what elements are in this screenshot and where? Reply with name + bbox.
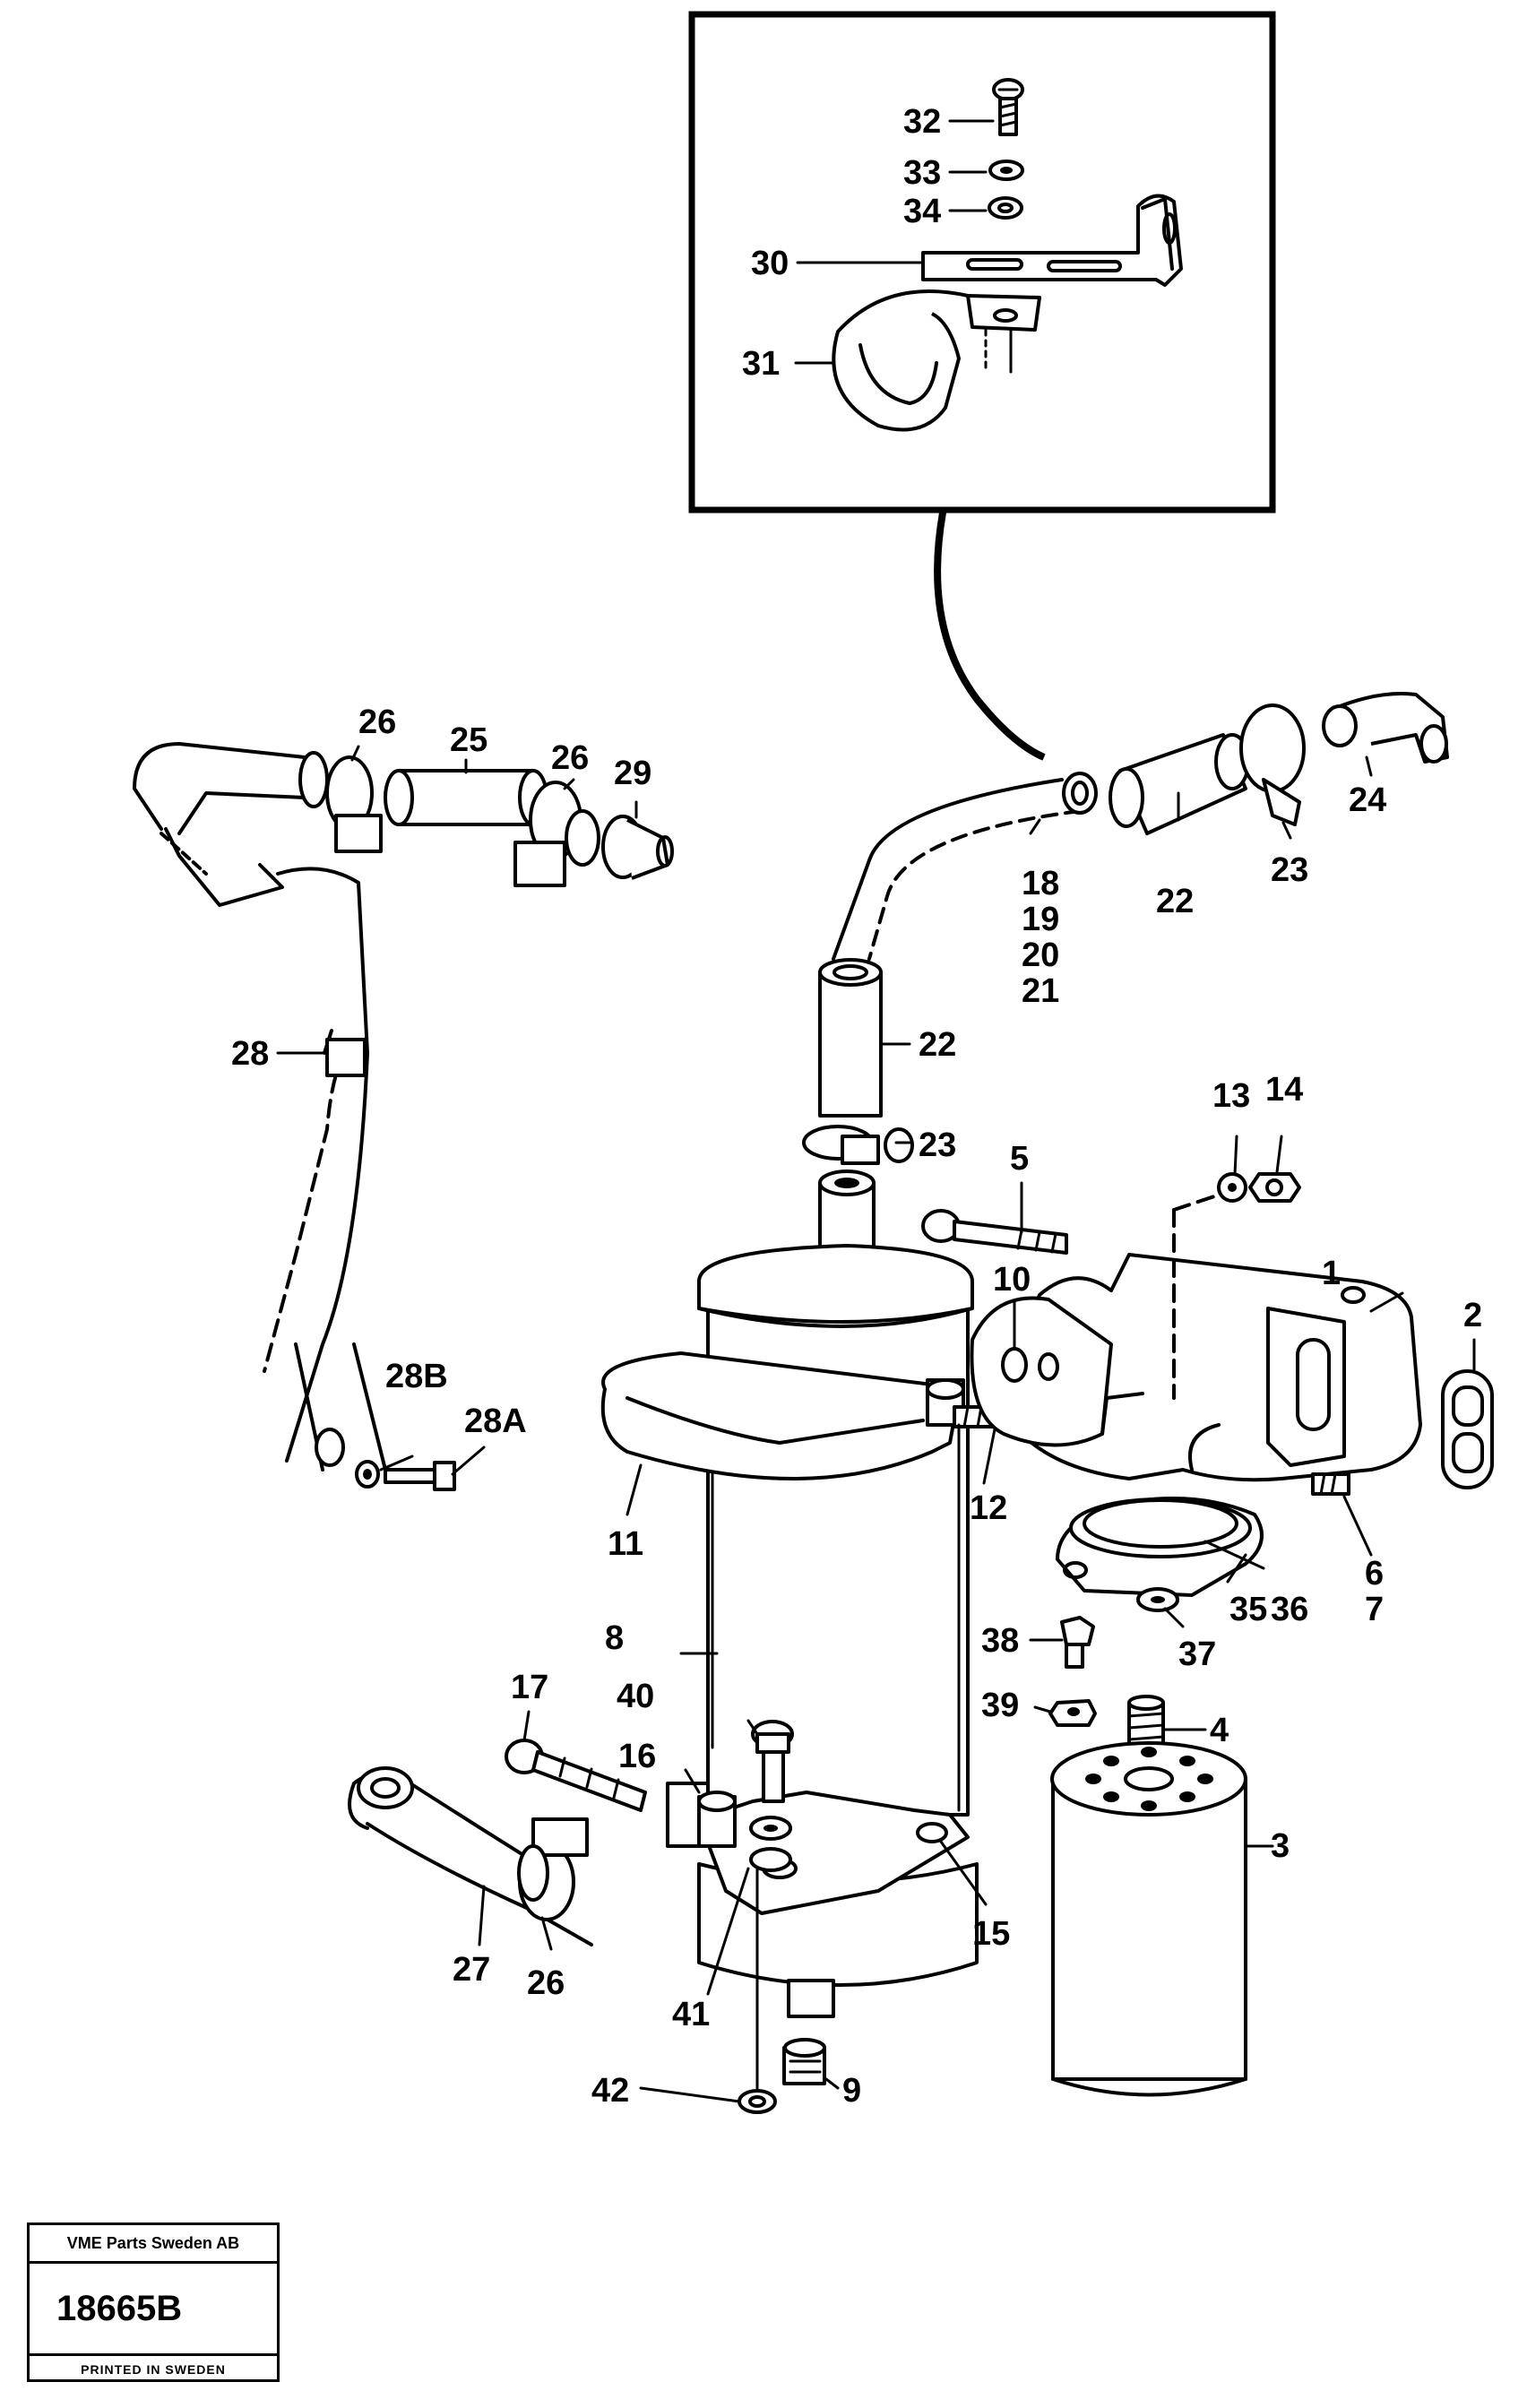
callout-23-lower: 23 xyxy=(919,1126,956,1164)
hose-25 xyxy=(384,769,548,826)
callout-22-lower: 22 xyxy=(919,1026,956,1064)
callout-27: 27 xyxy=(453,1951,490,1989)
callout-29: 29 xyxy=(614,755,651,792)
callout-41: 41 xyxy=(672,1996,710,2033)
title-block: VME Parts Sweden AB 18665B PRINTED IN SW… xyxy=(27,2222,280,2382)
callout-39: 39 xyxy=(981,1687,1019,1724)
nut-14 xyxy=(1248,1172,1301,1203)
callout-9: 9 xyxy=(842,2072,861,2110)
callout-34: 34 xyxy=(903,193,941,230)
filter-head-1 xyxy=(970,1190,1422,1482)
callout-20: 20 xyxy=(1022,936,1059,974)
sealing-ring-35-36 xyxy=(1056,1497,1264,1597)
screw-32 xyxy=(992,78,1024,136)
callout-3: 3 xyxy=(1271,1827,1290,1865)
callout-23-upper: 23 xyxy=(1271,851,1308,889)
callout-15: 15 xyxy=(972,1915,1010,1953)
callout-37: 37 xyxy=(1178,1636,1216,1673)
callout-32: 32 xyxy=(903,103,941,141)
callout-42: 42 xyxy=(591,2072,629,2110)
callout-14: 14 xyxy=(1265,1071,1303,1109)
callout-25: 25 xyxy=(450,721,487,759)
detail-inset xyxy=(688,11,1276,761)
callout-13: 13 xyxy=(1212,1077,1250,1115)
drain-plug-9 xyxy=(782,2038,826,2085)
callout-1: 1 xyxy=(1322,1255,1341,1292)
nut-39 xyxy=(1048,1699,1097,1727)
seal-10 xyxy=(1001,1347,1028,1383)
callout-26-mid: 26 xyxy=(551,739,589,777)
callout-18: 18 xyxy=(1022,865,1059,902)
callout-5: 5 xyxy=(1010,1140,1029,1178)
drawing-number: 18665B xyxy=(30,2264,277,2356)
gasket-2 xyxy=(1441,1369,1494,1489)
callout-28a: 28A xyxy=(464,1403,527,1440)
bolt-5 xyxy=(921,1209,1068,1255)
callout-28: 28 xyxy=(231,1035,269,1073)
callout-38: 38 xyxy=(981,1622,1019,1660)
callout-17: 17 xyxy=(511,1669,548,1706)
callout-2: 2 xyxy=(1463,1297,1482,1334)
callout-24: 24 xyxy=(1349,781,1386,819)
callout-35: 35 xyxy=(1229,1591,1267,1628)
nipple-29 xyxy=(601,815,674,880)
callout-16: 16 xyxy=(618,1738,656,1775)
callout-30: 30 xyxy=(751,245,789,282)
hose-clamp-26-mid xyxy=(513,781,600,887)
callout-11: 11 xyxy=(608,1525,643,1563)
washer-41 xyxy=(749,1816,792,1872)
hose-clamp-23-upper xyxy=(1239,703,1306,826)
left-hose-assembly xyxy=(133,742,674,1946)
bolt-40 xyxy=(751,1720,794,1803)
callout-8: 8 xyxy=(605,1619,624,1657)
callout-7: 7 xyxy=(1365,1591,1384,1628)
callout-36: 36 xyxy=(1271,1591,1308,1628)
washer-42 xyxy=(738,2089,777,2114)
bracket-28 xyxy=(325,1038,367,1077)
bolt-38 xyxy=(1060,1616,1095,1669)
hose-22-lower xyxy=(818,958,883,1118)
bracket-30 xyxy=(921,194,1183,287)
inset-pointer xyxy=(934,512,1046,761)
washer-34 xyxy=(988,196,1023,220)
clamp-31 xyxy=(832,289,1041,432)
callout-26-bottom: 26 xyxy=(527,1964,565,2002)
callout-4: 4 xyxy=(1210,1712,1229,1749)
printed-note: PRINTED IN SWEDEN xyxy=(81,2362,226,2377)
callout-33: 33 xyxy=(903,154,941,192)
callout-31: 31 xyxy=(742,345,780,383)
callout-10: 10 xyxy=(993,1261,1031,1299)
hose-clamp-26-left xyxy=(298,751,383,853)
callout-21: 21 xyxy=(1022,972,1059,1010)
hose-clamp-26-bottom xyxy=(517,1817,589,1921)
company-name: VME Parts Sweden AB xyxy=(30,2225,277,2264)
callout-labels: 1 2 3 4 5 6 7 8 9 10 11 12 13 14 15 16 1… xyxy=(231,103,1482,2110)
bolt-28a xyxy=(315,1428,456,1491)
leader-lines xyxy=(276,119,1476,2103)
banjo-bolt-17 xyxy=(505,1739,647,1812)
callout-6: 6 xyxy=(1365,1555,1384,1592)
upper-right-hose xyxy=(802,692,1449,1165)
filter-cartridge-3 xyxy=(1050,1741,1247,2097)
stud-6-7 xyxy=(1311,1472,1350,1496)
hose-27 xyxy=(348,1766,593,1946)
callout-26-left: 26 xyxy=(358,703,396,741)
banjo-fitting-16 xyxy=(666,1782,737,1848)
hose-clamp-23-lower xyxy=(802,1125,914,1165)
callout-12: 12 xyxy=(970,1489,1007,1527)
callout-22-upper: 22 xyxy=(1156,883,1194,920)
callout-28b: 28B xyxy=(385,1358,448,1395)
band-clamp-11 xyxy=(600,1351,1010,1480)
callout-40: 40 xyxy=(617,1678,654,1715)
callout-19: 19 xyxy=(1022,901,1059,938)
elbow-24 xyxy=(1322,692,1449,764)
